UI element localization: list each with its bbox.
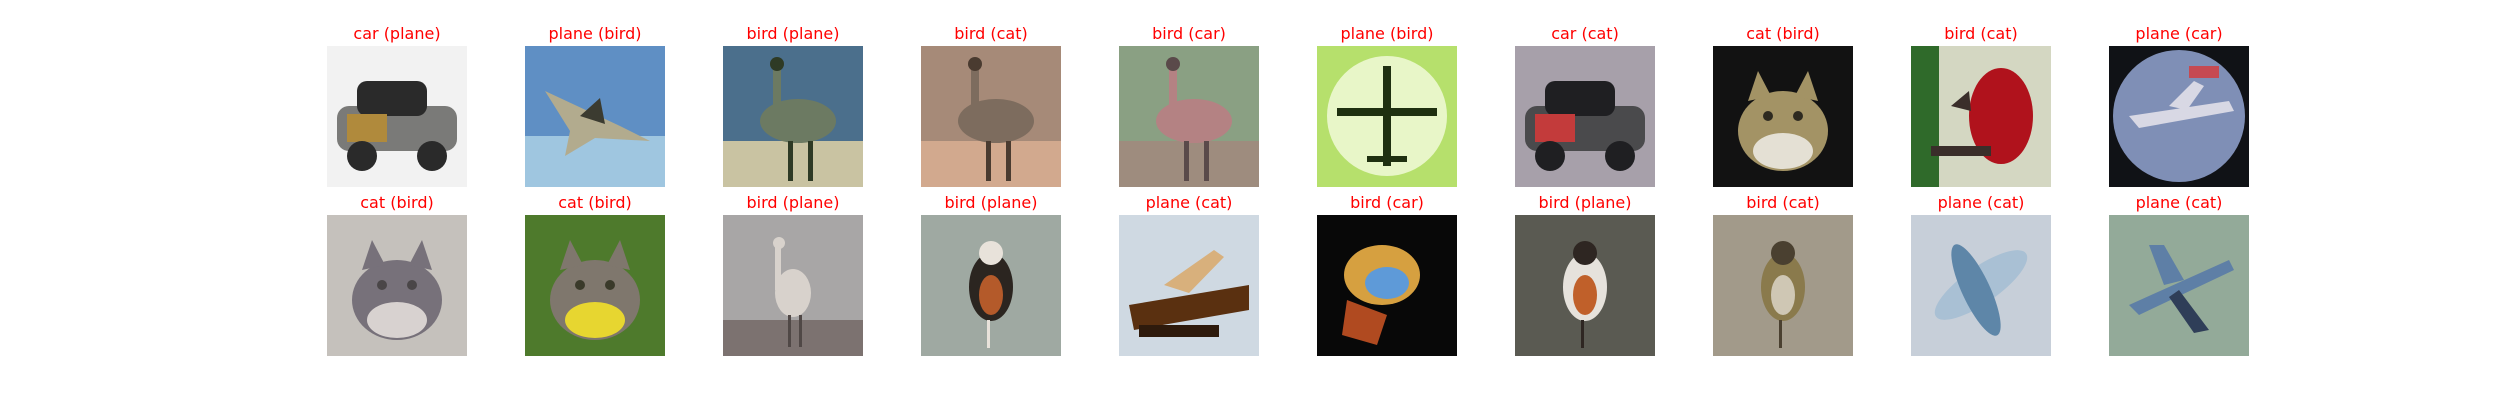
ostrich-image-graphic xyxy=(921,46,1061,187)
image-tile: bird (plane) xyxy=(723,24,903,194)
prediction-label: bird (plane) xyxy=(746,193,840,212)
plane-silhouette-image xyxy=(1317,46,1457,187)
image-tile: bird (plane) xyxy=(723,193,903,363)
prediction-label: bird (plane) xyxy=(1538,193,1632,212)
prediction-label: cat (bird) xyxy=(558,193,632,212)
toy-plane-image xyxy=(1119,215,1259,356)
car-image-graphic xyxy=(327,46,467,187)
car-image xyxy=(1515,46,1655,187)
small-bird-image xyxy=(921,215,1061,356)
image-tile: bird (cat) xyxy=(1713,193,1893,363)
image-tile: bird (plane) xyxy=(1515,193,1695,363)
image-tile: plane (cat) xyxy=(2109,193,2289,363)
jet-image-graphic xyxy=(525,46,665,187)
blurred-plane-image xyxy=(1911,215,2051,356)
prediction-label: bird (cat) xyxy=(1944,24,2018,43)
ostrich-image xyxy=(1119,46,1259,187)
plane-silhouette-image-graphic xyxy=(1317,46,1457,187)
image-tile: plane (bird) xyxy=(1317,24,1497,194)
prediction-label: car (plane) xyxy=(353,24,441,43)
image-tile: plane (car) xyxy=(2109,24,2289,194)
prediction-label: plane (bird) xyxy=(1340,24,1434,43)
cat-image xyxy=(327,215,467,356)
ostrich-image-graphic xyxy=(723,46,863,187)
small-bird-image-graphic xyxy=(1713,215,1853,356)
frog-image-graphic xyxy=(1317,215,1457,356)
image-tile: bird (cat) xyxy=(1911,24,2091,194)
cat-image-graphic xyxy=(525,215,665,356)
image-tile: plane (bird) xyxy=(525,24,705,194)
image-tile: car (plane) xyxy=(327,24,507,194)
prediction-label: bird (car) xyxy=(1152,24,1226,43)
small-bird-image xyxy=(1713,215,1853,356)
small-bird-image-graphic xyxy=(1515,215,1655,356)
prediction-label: bird (car) xyxy=(1350,193,1424,212)
cat-image xyxy=(1713,46,1853,187)
prediction-label: bird (cat) xyxy=(1746,193,1820,212)
prediction-label: plane (bird) xyxy=(548,24,642,43)
prediction-label: bird (plane) xyxy=(746,24,840,43)
prediction-label: bird (cat) xyxy=(954,24,1028,43)
cat-image-graphic xyxy=(327,215,467,356)
plane-circle-image xyxy=(2109,46,2249,187)
car-image xyxy=(327,46,467,187)
small-bird-image xyxy=(1515,215,1655,356)
toy-plane-image-graphic xyxy=(1119,215,1259,356)
jet-image xyxy=(525,46,665,187)
image-tile: cat (bird) xyxy=(1713,24,1893,194)
image-tile: bird (cat) xyxy=(921,24,1101,194)
car-image-graphic xyxy=(1515,46,1655,187)
blurred-plane-image-graphic xyxy=(1911,215,2051,356)
prediction-label: bird (plane) xyxy=(944,193,1038,212)
image-tile: car (cat) xyxy=(1515,24,1695,194)
parrot-image xyxy=(1911,46,2051,187)
prediction-label: plane (cat) xyxy=(1145,193,1233,212)
image-tile: plane (cat) xyxy=(1119,193,1299,363)
image-tile: bird (plane) xyxy=(921,193,1101,363)
prediction-label: plane (cat) xyxy=(1937,193,2025,212)
ostrich-image xyxy=(723,46,863,187)
image-tile: cat (bird) xyxy=(525,193,705,363)
prediction-label: cat (bird) xyxy=(360,193,434,212)
ostrich-image-graphic xyxy=(1119,46,1259,187)
cat-image-graphic xyxy=(1713,46,1853,187)
frog-image xyxy=(1317,215,1457,356)
prediction-label: car (cat) xyxy=(1551,24,1619,43)
heron-image-graphic xyxy=(723,215,863,356)
image-tile: bird (car) xyxy=(1317,193,1497,363)
prediction-label: cat (bird) xyxy=(1746,24,1820,43)
heron-image xyxy=(723,215,863,356)
fighter-plane-image-graphic xyxy=(2109,215,2249,356)
plane-circle-image-graphic xyxy=(2109,46,2249,187)
image-tile: cat (bird) xyxy=(327,193,507,363)
prediction-label: plane (car) xyxy=(2135,24,2223,43)
prediction-label: plane (cat) xyxy=(2135,193,2223,212)
small-bird-image-graphic xyxy=(921,215,1061,356)
ostrich-image xyxy=(921,46,1061,187)
image-tile: bird (car) xyxy=(1119,24,1299,194)
cat-image xyxy=(525,215,665,356)
parrot-image-graphic xyxy=(1911,46,2051,187)
image-tile: plane (cat) xyxy=(1911,193,2091,363)
fighter-plane-image xyxy=(2109,215,2249,356)
